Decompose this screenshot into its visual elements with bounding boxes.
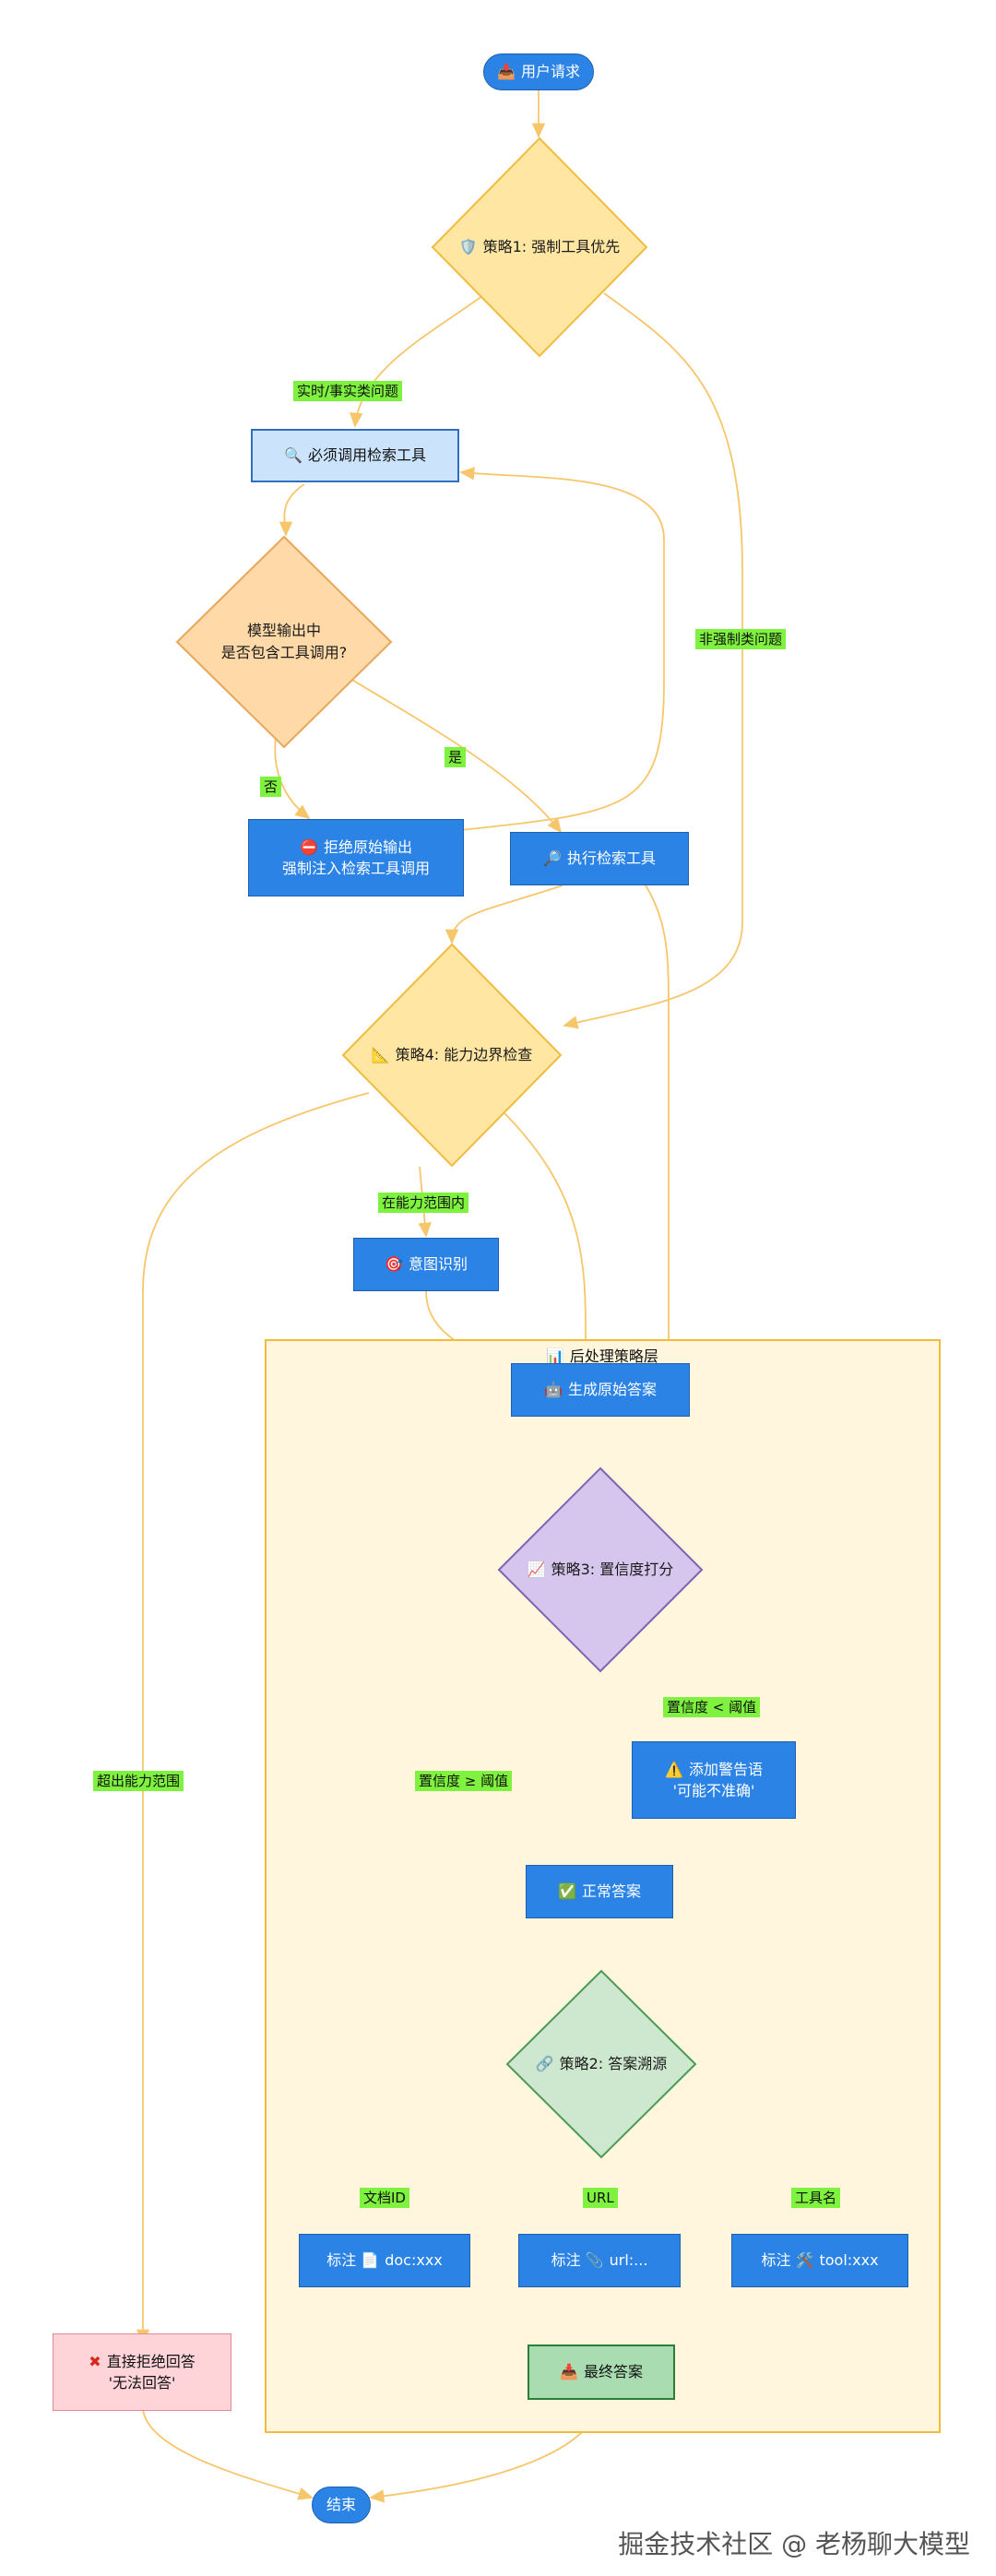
edge-policy1-policy4 <box>563 292 743 1029</box>
edge-policy4-reject <box>136 1092 370 2345</box>
no-entry-icon: ⛔ <box>300 837 318 856</box>
edge-label-url: URL <box>583 2188 618 2208</box>
inbox-tray-icon: 📥 <box>497 63 516 81</box>
edge-search-check <box>279 483 305 537</box>
reject-raw-output-node[interactable]: ⛔拒绝原始输出强制注入检索工具调用 <box>248 819 464 896</box>
edge-label-non-forced: 非强制类问题 <box>695 629 787 649</box>
edge-label-toolname: 工具名 <box>791 2188 841 2208</box>
edge-check-exec <box>340 672 563 834</box>
triangle-ruler-icon: 📐 <box>371 1046 390 1063</box>
policy2-decision[interactable]: 🔗策略2: 答案溯源 <box>505 1969 697 2159</box>
cross-mark-icon: ✖ <box>89 2352 101 2370</box>
watermark: 掘金技术社区 @ 老杨聊大模型 <box>618 2529 970 2559</box>
generate-raw-answer-node[interactable]: 🤖生成原始答案 <box>511 1363 690 1417</box>
magnifier-icon: 🔎 <box>543 849 562 868</box>
paperclip-icon: 📎 <box>585 2251 604 2270</box>
mark-tool-node[interactable]: 标注 🛠️tool:xxx <box>731 2234 908 2287</box>
chart-icon: 📈 <box>527 1561 546 1578</box>
edge-exec-policy4 <box>445 884 563 944</box>
policy4-decision[interactable]: 📐策略4: 能力边界检查 <box>341 943 563 1168</box>
model-output-check-decision[interactable]: 模型输出中是否包含工具调用? <box>175 535 393 749</box>
target-icon: 🎯 <box>385 1255 403 1274</box>
edge-reject-end <box>142 2408 314 2500</box>
mark-url-node[interactable]: 标注 📎url:... <box>518 2234 681 2287</box>
edge-reject-search <box>459 467 665 831</box>
link-icon: 🔗 <box>535 2055 554 2072</box>
start-node[interactable]: 📥用户请求 <box>483 53 594 90</box>
robot-icon: 🤖 <box>544 1381 563 1399</box>
inbox-tray-icon: 📥 <box>560 2363 578 2381</box>
exec-search-node[interactable]: 🔎执行检索工具 <box>510 832 689 885</box>
add-warning-node[interactable]: ⚠️添加警告语'可能不准确' <box>632 1741 796 1819</box>
must-search-node[interactable]: 🔍必须调用检索工具 <box>251 429 459 482</box>
edge-label-docid: 文档ID <box>360 2188 409 2208</box>
edge-label-below-threshold: 置信度 < 阈值 <box>663 1697 761 1717</box>
check-box-icon: ✅ <box>558 1882 576 1901</box>
warning-icon: ⚠️ <box>665 1760 683 1778</box>
edge-label-no: 否 <box>260 777 282 797</box>
shield-icon: 🛡️ <box>458 238 478 255</box>
edge-label-yes: 是 <box>445 747 467 767</box>
bar-chart-icon: 📊 <box>546 1347 564 1365</box>
cluster-title: 📊后处理策略层 <box>546 1347 658 1365</box>
end-node[interactable]: 结束 <box>312 2487 371 2523</box>
tools-icon: 🛠️ <box>795 2251 814 2270</box>
document-icon: 📄 <box>361 2251 380 2270</box>
normal-answer-node[interactable]: ✅正常答案 <box>526 1865 673 1918</box>
mark-doc-node[interactable]: 标注 📄doc:xxx <box>299 2234 470 2287</box>
policy3-decision[interactable]: 📈策略3: 置信度打分 <box>497 1466 704 1673</box>
edge-policy4-gen <box>502 1110 593 1358</box>
edge-policy1-search <box>349 292 487 428</box>
edge-label-above-threshold: 置信度 ≥ 阈值 <box>415 1771 513 1791</box>
edge-label-out-scope: 超出能力范围 <box>93 1771 184 1791</box>
magnifier-icon: 🔍 <box>284 446 302 465</box>
intent-recognition-node[interactable]: 🎯意图识别 <box>353 1238 499 1291</box>
final-answer-node[interactable]: 📥最终答案 <box>528 2345 675 2400</box>
edge-label-in-scope: 在能力范围内 <box>378 1193 469 1213</box>
policy1-decision[interactable]: 🛡️策略1: 强制工具优先 <box>431 137 648 358</box>
edge-label-realtime: 实时/事实类问题 <box>293 381 403 401</box>
edge-exec-gen <box>645 884 676 1358</box>
reject-direct-node[interactable]: ✖直接拒绝回答'无法回答' <box>53 2333 231 2411</box>
